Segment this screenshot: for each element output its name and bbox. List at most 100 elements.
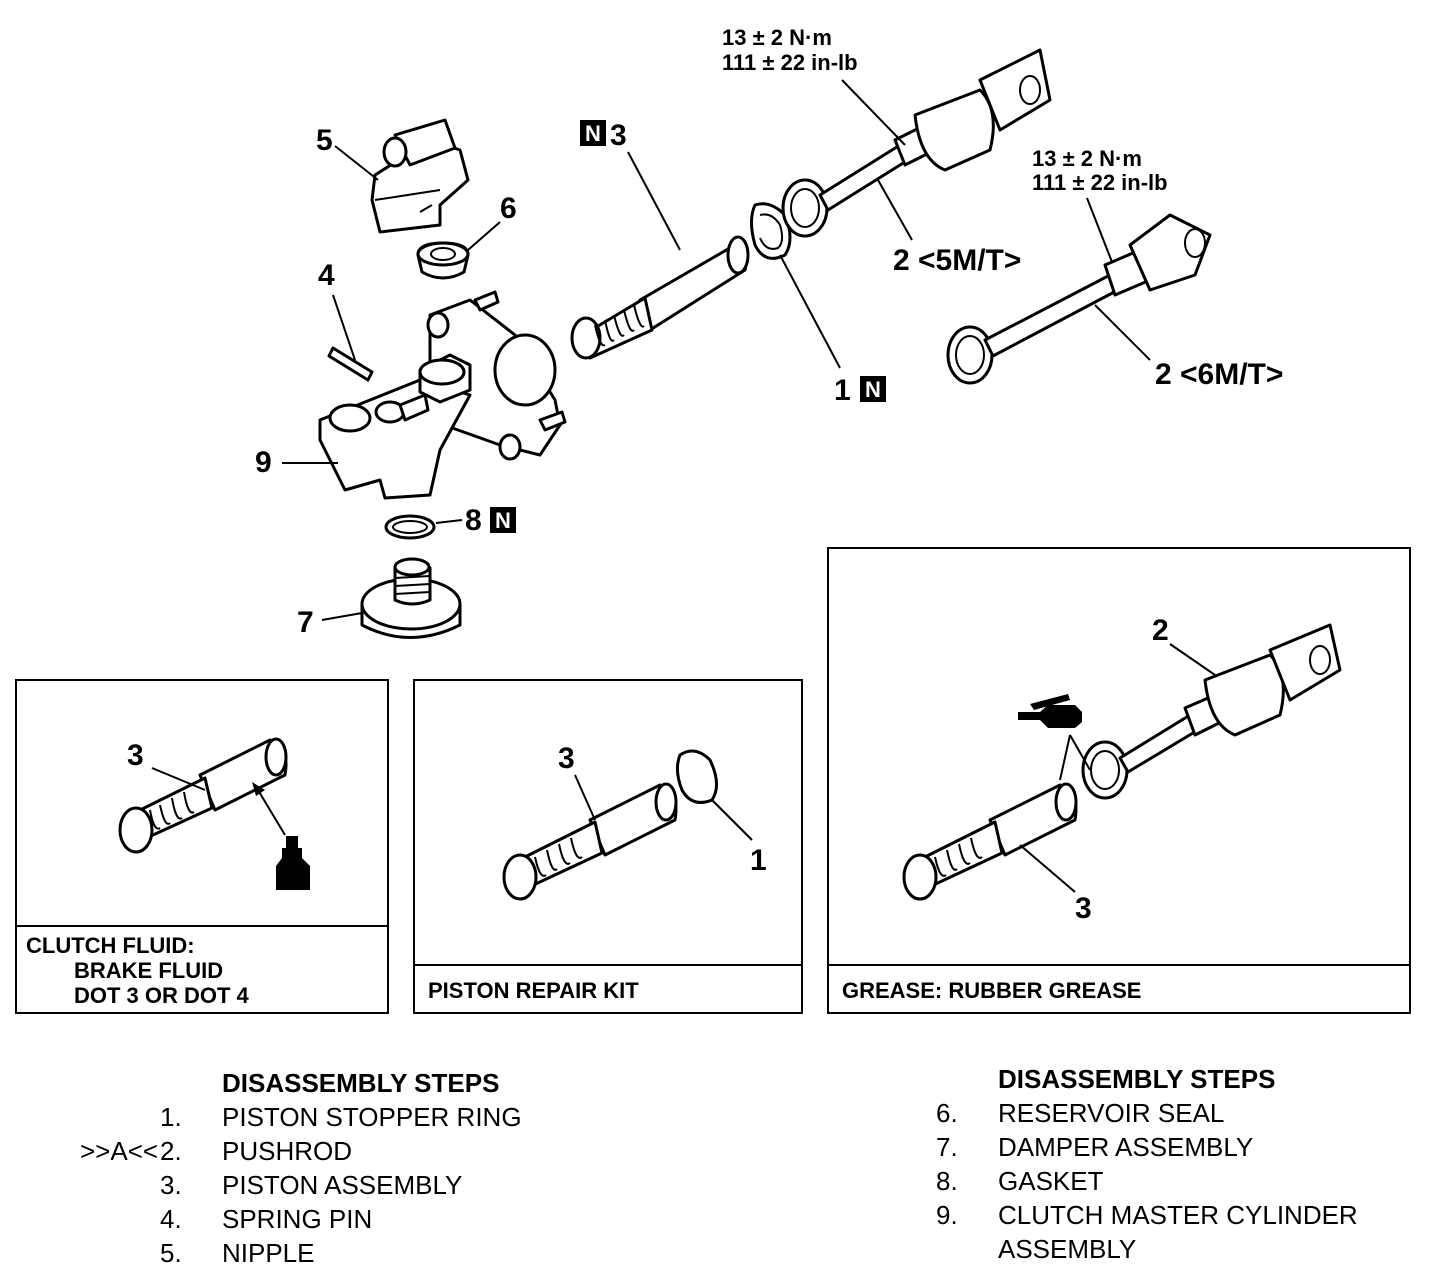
leader-torque-top bbox=[841, 79, 906, 146]
callout-3: 3 bbox=[610, 119, 627, 152]
n-mark-3 bbox=[580, 120, 606, 146]
gasket-part bbox=[384, 514, 436, 540]
torque-top-line1: 13 ± 2 N·m bbox=[722, 25, 832, 50]
piston-assembly-kit-illustration bbox=[502, 782, 678, 901]
step-row: 1. PISTON STOPPER RING bbox=[80, 1100, 522, 1134]
step-number: 2. bbox=[160, 1136, 182, 1166]
step-mark bbox=[80, 1168, 160, 1202]
grease-callout-3: 3 bbox=[1075, 892, 1092, 925]
spring-pin-part bbox=[327, 346, 374, 382]
n-mark-1-text: N bbox=[865, 377, 881, 402]
step-text: GASKET bbox=[998, 1166, 1104, 1196]
callout-6: 6 bbox=[500, 192, 517, 225]
grease-leader-2 bbox=[1169, 643, 1216, 676]
leader-1 bbox=[779, 254, 841, 369]
fluid-caption-line3: DOT 3 OR DOT 4 bbox=[74, 983, 250, 1008]
step-mark bbox=[80, 1100, 160, 1134]
step-text: RESERVOIR SEAL bbox=[998, 1098, 1225, 1128]
step-number bbox=[936, 1232, 998, 1266]
fluid-leader-3 bbox=[151, 767, 206, 791]
callout-1: 1 bbox=[834, 374, 851, 407]
steps-left-heading: DISASSEMBLY STEPS bbox=[222, 1068, 500, 1098]
leader-2-5mt bbox=[877, 179, 913, 241]
step-row: ASSEMBLY bbox=[936, 1232, 1358, 1266]
step-number: 3. bbox=[160, 1170, 182, 1200]
callout-5: 5 bbox=[316, 124, 333, 157]
master-cylinder-part bbox=[318, 290, 567, 500]
pushrod-5mt-part bbox=[781, 48, 1052, 238]
leader-7 bbox=[321, 612, 363, 621]
leader-8 bbox=[435, 519, 463, 524]
step-number: 6. bbox=[936, 1098, 958, 1128]
disassembly-steps-right: DISASSEMBLY STEPS 6. RESERVOIR SEAL 7. D… bbox=[936, 1062, 1358, 1266]
fluid-caption-line1: CLUTCH FLUID: bbox=[26, 933, 195, 958]
callout-4: 4 bbox=[318, 259, 335, 292]
grease-leader-3 bbox=[1019, 844, 1076, 893]
step-text: PISTON STOPPER RING bbox=[222, 1102, 522, 1132]
leader-5 bbox=[334, 145, 379, 181]
fluid-pointer-arrow bbox=[257, 789, 286, 836]
leader-6 bbox=[467, 221, 501, 251]
piston-assembly-part bbox=[570, 235, 750, 360]
step-row: 8. GASKET bbox=[936, 1164, 1358, 1198]
kit-caption: PISTON REPAIR KIT bbox=[428, 978, 639, 1003]
step-text: NIPPLE bbox=[222, 1238, 315, 1268]
torque-top-line2: 111 ± 22 in-lb bbox=[722, 50, 858, 75]
step-row: 4. SPRING PIN bbox=[80, 1202, 522, 1236]
leader-4 bbox=[332, 294, 356, 361]
pushrod-6mt-part bbox=[946, 213, 1212, 385]
step-row: 6. RESERVOIR SEAL bbox=[936, 1096, 1358, 1130]
grease-pointer-arrow-1 bbox=[1059, 734, 1071, 781]
step-number: 4. bbox=[160, 1204, 182, 1234]
kit-callout-1: 1 bbox=[750, 844, 767, 877]
pushrod-grease-illustration bbox=[1081, 623, 1342, 800]
step-row: >>A<< 2. PUSHROD bbox=[80, 1134, 522, 1168]
step-number: 9. bbox=[936, 1200, 958, 1230]
callout-2-6mt: 2 <6M/T> bbox=[1155, 358, 1283, 391]
torque-right-line2: 111 ± 22 in-lb bbox=[1032, 170, 1168, 195]
kit-leader-1 bbox=[711, 799, 753, 841]
step-row: 3. PISTON ASSEMBLY bbox=[80, 1168, 522, 1202]
grease-caption: GREASE: RUBBER GREASE bbox=[842, 978, 1141, 1003]
step-text: PISTON ASSEMBLY bbox=[222, 1170, 463, 1200]
step-text: SPRING PIN bbox=[222, 1204, 373, 1234]
grease-gun-icon bbox=[1018, 694, 1082, 728]
step-text: CLUTCH MASTER CYLINDER bbox=[998, 1200, 1358, 1230]
step-number: 1. bbox=[160, 1102, 182, 1132]
step-mark bbox=[80, 1236, 160, 1270]
callout-8: 8 bbox=[465, 504, 482, 537]
grease-panel bbox=[827, 547, 1411, 1014]
torque-right-line1: 13 ± 2 N·m bbox=[1032, 146, 1142, 171]
fluid-callout-3: 3 bbox=[127, 739, 144, 772]
step-row: 7. DAMPER ASSEMBLY bbox=[936, 1130, 1358, 1164]
step-number: 8. bbox=[936, 1166, 958, 1196]
leader-2-6mt bbox=[1094, 304, 1151, 361]
step-text: PUSHROD bbox=[222, 1136, 353, 1166]
piston-repair-kit-panel bbox=[413, 679, 803, 1014]
steps-right-heading: DISASSEMBLY STEPS bbox=[998, 1064, 1276, 1094]
step-mark bbox=[80, 1202, 160, 1236]
grease-pointer-arrow-2 bbox=[1069, 734, 1091, 771]
disassembly-steps-left: DISASSEMBLY STEPS 1. PISTON STOPPER RING… bbox=[80, 1066, 522, 1270]
piston-assembly-grease-illustration bbox=[902, 782, 1078, 901]
step-text: ASSEMBLY bbox=[998, 1234, 1137, 1264]
step-row: 9. CLUTCH MASTER CYLINDER bbox=[936, 1198, 1358, 1232]
step-row: 5. NIPPLE bbox=[80, 1236, 522, 1270]
kit-callout-3: 3 bbox=[558, 742, 575, 775]
n-mark-1 bbox=[860, 376, 886, 402]
step-number: 5. bbox=[160, 1238, 182, 1268]
stopper-ring-kit-illustration bbox=[675, 749, 718, 804]
reservoir-seal-part bbox=[416, 241, 470, 280]
fluid-caption-line2: BRAKE FLUID bbox=[74, 958, 223, 983]
piston-stopper-ring-part bbox=[750, 202, 792, 260]
piston-assembly-fluid-illustration bbox=[118, 737, 288, 854]
callout-9: 9 bbox=[255, 446, 272, 479]
callout-7: 7 bbox=[297, 606, 314, 639]
leader-torque-right bbox=[1086, 197, 1113, 263]
fluid-bottle-icon bbox=[276, 836, 310, 890]
step-number: 7. bbox=[936, 1132, 958, 1162]
leader-3 bbox=[627, 151, 681, 251]
clutch-fluid-panel bbox=[15, 679, 389, 1014]
n-mark-8 bbox=[490, 507, 516, 533]
